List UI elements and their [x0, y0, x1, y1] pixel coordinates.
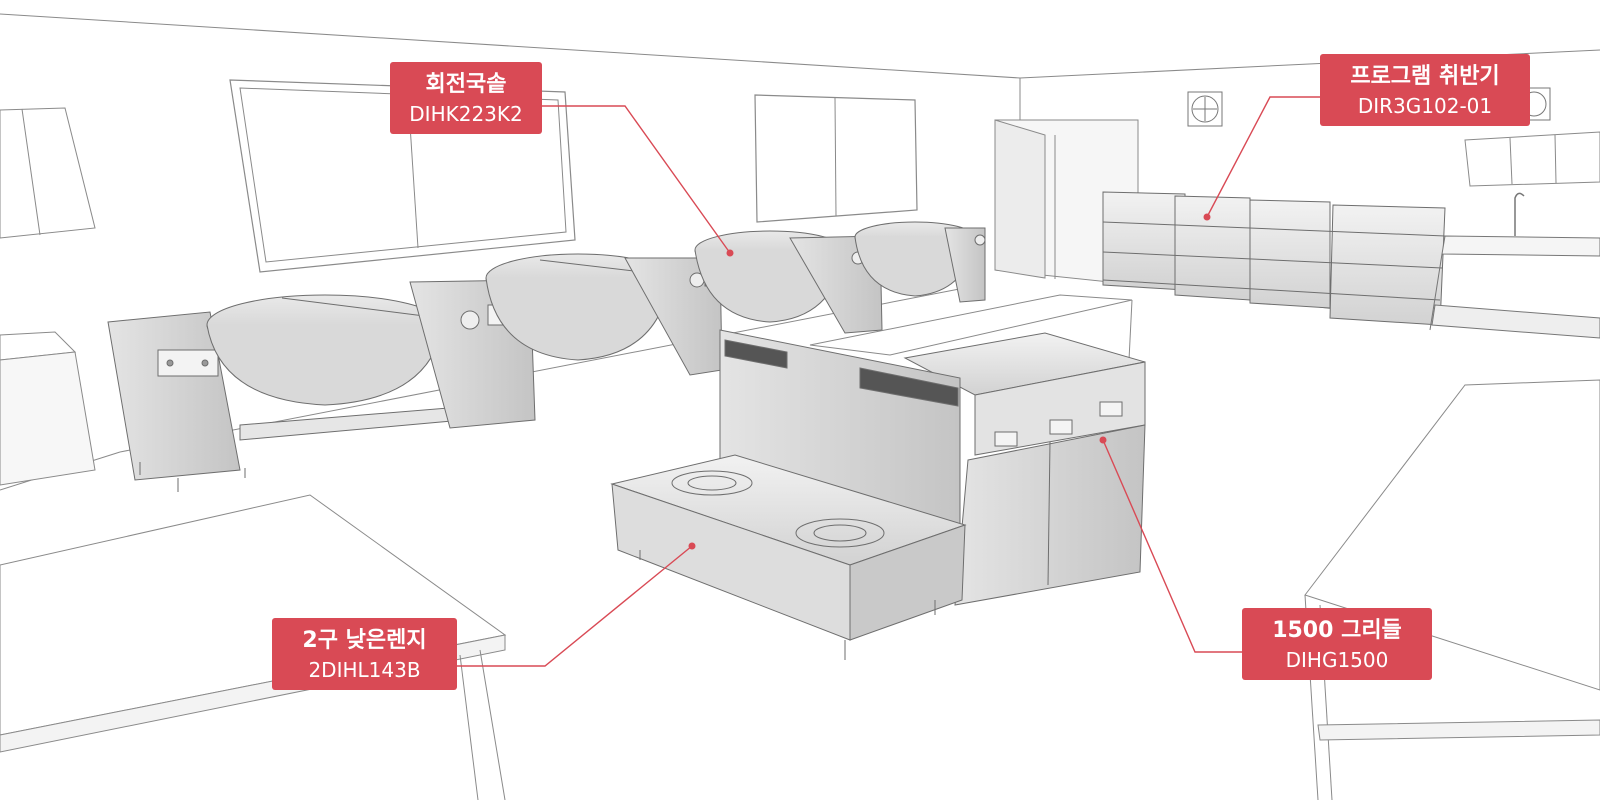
- upper-cabinet-right: [1464, 131, 1600, 187]
- callout-rice-cooker: 프로그램 취반기 DIR3G102-01: [1320, 54, 1530, 126]
- callout-rice-cooker-name: 프로그램 취반기: [1350, 64, 1500, 89]
- upper-cabinet-left: [0, 107, 96, 239]
- callout-griddle: 1500 그리들 DIHG1500: [1242, 608, 1432, 680]
- callout-low-range-name: 2구 낮은렌지: [302, 628, 427, 653]
- callout-rotary-kettle-name: 회전국솥: [425, 72, 507, 97]
- callout-rice-cooker-model: DIR3G102-01: [1357, 94, 1493, 118]
- callout-low-range: 2구 낮은렌지 2DIHL143B: [272, 618, 457, 690]
- foreground-table-right: [1304, 379, 1600, 800]
- leader-lines: [455, 96, 1322, 667]
- low-range-unit: [610, 329, 967, 660]
- side-table-left: [0, 331, 96, 486]
- callout-low-range-model: 2DIHL143B: [308, 658, 421, 682]
- window-middle: [754, 94, 918, 223]
- rotary-kettle-row: [107, 221, 986, 492]
- refrigerator: [994, 119, 1139, 286]
- callout-griddle-model: DIHG1500: [1285, 648, 1389, 672]
- callout-griddle-name: 1500 그리들: [1272, 618, 1402, 643]
- program-rice-cooker-row: [1102, 191, 1446, 326]
- callout-rotary-kettle: 회전국솥 DIHK223K2: [390, 62, 542, 134]
- callout-rotary-kettle-model: DIHK223K2: [409, 102, 523, 126]
- sink-counter: [1429, 192, 1600, 339]
